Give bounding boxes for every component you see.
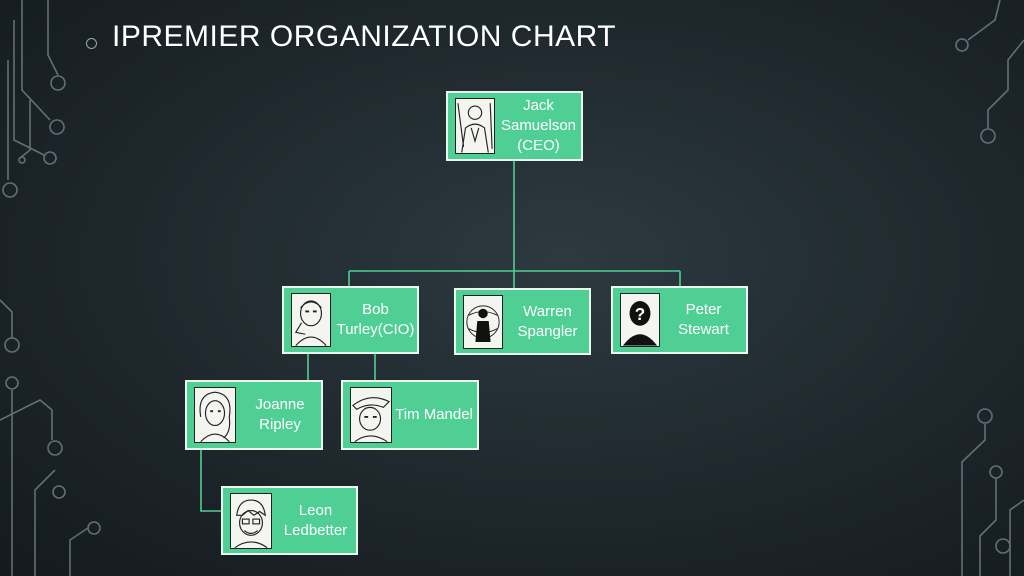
svg-text:?: ? (635, 305, 645, 324)
node-leon-ledbetter: Leon Ledbetter (221, 486, 358, 555)
portrait-sketch-icon (350, 387, 392, 443)
connector-joanne-to-leon (200, 450, 221, 512)
node-peter-stewart: ? Peter Stewart (611, 286, 748, 354)
page-title: IPREMIER ORGANIZATION CHART (112, 20, 617, 53)
portrait-sketch-icon (194, 387, 236, 443)
node-label: Jack Samuelson (CEO) (500, 97, 577, 154)
node-warren-spangler: Warren Spangler (454, 288, 591, 355)
node-label: Joanne Ripley (255, 396, 305, 433)
node-label: Bob Turley(CIO) (336, 301, 415, 338)
portrait-sketch-icon (230, 493, 272, 549)
node-jack-samuelson: Jack Samuelson (CEO) (446, 91, 583, 161)
node-tim-mandel: Tim Mandel (341, 380, 479, 450)
node-joanne-ripley: Joanne Ripley (185, 380, 323, 450)
node-label: Tim Mandel (395, 406, 473, 423)
question-silhouette-icon: ? (620, 293, 660, 347)
portrait-sketch-icon (455, 98, 495, 154)
portrait-sketch-icon (291, 293, 331, 347)
node-bob-turley: Bob Turley(CIO) (282, 286, 419, 354)
node-label: Peter Stewart (678, 301, 729, 338)
anonymous-mask-icon (463, 295, 503, 349)
node-label: Leon Ledbetter (283, 501, 348, 539)
title-bullet (86, 38, 97, 49)
node-label: Warren Spangler (517, 302, 578, 340)
